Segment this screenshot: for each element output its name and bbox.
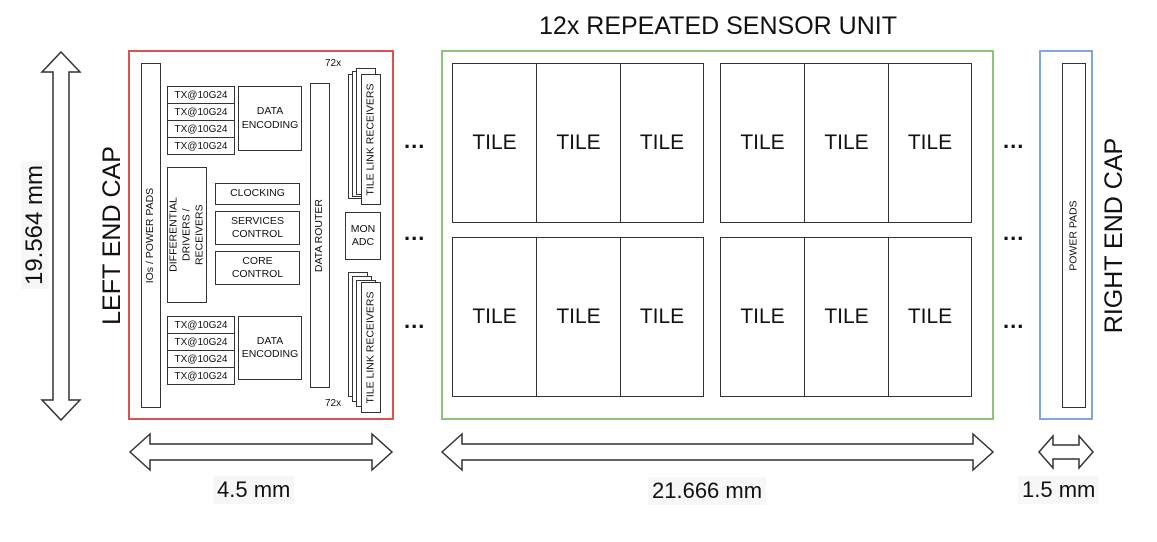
ellipsis: ... bbox=[404, 220, 426, 245]
right-cap-width-arrow bbox=[1038, 434, 1094, 470]
tx-box: TX@10G24 bbox=[167, 138, 235, 155]
tx-box: TX@10G24 bbox=[167, 368, 235, 385]
right-cap-width-label: 1.5 mm bbox=[1018, 476, 1100, 504]
tile: TILE bbox=[720, 237, 805, 397]
data-router-label: DATA ROUTER bbox=[313, 198, 326, 273]
tile: TILE bbox=[804, 237, 889, 397]
tile-link-receivers-bottom-label: TILE LINK RECEIVERS bbox=[364, 291, 377, 404]
tile-link-receivers-bottom: TILE LINK RECEIVERS bbox=[361, 282, 381, 413]
left-end-cap bbox=[128, 50, 394, 420]
services-control-block: SERVICES CONTROL bbox=[215, 211, 300, 245]
data-router: DATA ROUTER bbox=[310, 83, 330, 388]
tile: TILE bbox=[452, 237, 537, 397]
tile: TILE bbox=[536, 63, 621, 223]
left-cap-width-arrow bbox=[128, 432, 394, 472]
io-power-pads-label: IOs / POWER PADS bbox=[144, 187, 157, 284]
core-control-block: CORE CONTROL bbox=[215, 251, 300, 285]
tx-group-top: TX@10G24 TX@10G24 TX@10G24 TX@10G24 bbox=[167, 86, 235, 155]
tile: TILE bbox=[888, 63, 972, 223]
diagram-title: 12x REPEATED SENSOR UNIT bbox=[539, 12, 897, 40]
io-power-pads: IOs / POWER PADS bbox=[141, 63, 161, 408]
right-end-cap bbox=[1039, 50, 1093, 420]
tx-box: TX@10G24 bbox=[167, 86, 235, 104]
tile: TILE bbox=[888, 237, 972, 397]
tx-box: TX@10G24 bbox=[167, 316, 235, 334]
tile-link-receivers-top-label: TILE LINK RECEIVERS bbox=[364, 83, 377, 196]
ellipsis: ... bbox=[404, 128, 426, 153]
ellipsis: ... bbox=[404, 308, 426, 333]
sensor-width-arrow bbox=[440, 432, 995, 472]
tx-box: TX@10G24 bbox=[167, 104, 235, 121]
sensor-width-label: 21.666 mm bbox=[648, 477, 767, 505]
tile-link-count-bottom: 72x bbox=[325, 398, 342, 409]
ellipsis: ... bbox=[1003, 220, 1025, 245]
tile: TILE bbox=[620, 63, 704, 223]
power-pads: POWER PADS bbox=[1062, 63, 1086, 408]
right-cap-label-wrap: RIGHT END CAP bbox=[1015, 137, 1157, 332]
clocking-block: CLOCKING bbox=[215, 183, 300, 205]
tile: TILE bbox=[536, 237, 621, 397]
tile: TILE bbox=[452, 63, 537, 223]
mon-adc-block: MON ADC bbox=[345, 212, 381, 260]
left-cap-width-label: 4.5 mm bbox=[213, 476, 295, 504]
tile: TILE bbox=[620, 237, 704, 397]
tx-box: TX@10G24 bbox=[167, 351, 235, 368]
data-encoding-bottom: DATA ENCODING bbox=[238, 316, 302, 380]
right-cap-label: RIGHT END CAP bbox=[1100, 137, 1129, 333]
repeated-sensor-unit bbox=[441, 50, 994, 420]
tx-box: TX@10G24 bbox=[167, 334, 235, 351]
tile: TILE bbox=[720, 63, 805, 223]
tile: TILE bbox=[804, 63, 889, 223]
differential-drivers-receivers: DIFFERENTIAL DRIVERS / RECEIVERS bbox=[167, 167, 207, 303]
ellipsis: ... bbox=[1003, 308, 1025, 333]
tx-group-bottom: TX@10G24 TX@10G24 TX@10G24 TX@10G24 bbox=[167, 316, 235, 385]
height-arrow bbox=[40, 50, 82, 422]
differential-drivers-label: DIFFERENTIAL DRIVERS / RECEIVERS bbox=[167, 197, 206, 273]
left-cap-label: LEFT END CAP bbox=[97, 145, 126, 325]
ellipsis: ... bbox=[1003, 128, 1025, 153]
data-encoding-top: DATA ENCODING bbox=[238, 86, 302, 151]
tile-link-count-top: 72x bbox=[325, 58, 342, 69]
tile-link-receivers-top: TILE LINK RECEIVERS bbox=[361, 74, 381, 205]
tx-box: TX@10G24 bbox=[167, 121, 235, 138]
